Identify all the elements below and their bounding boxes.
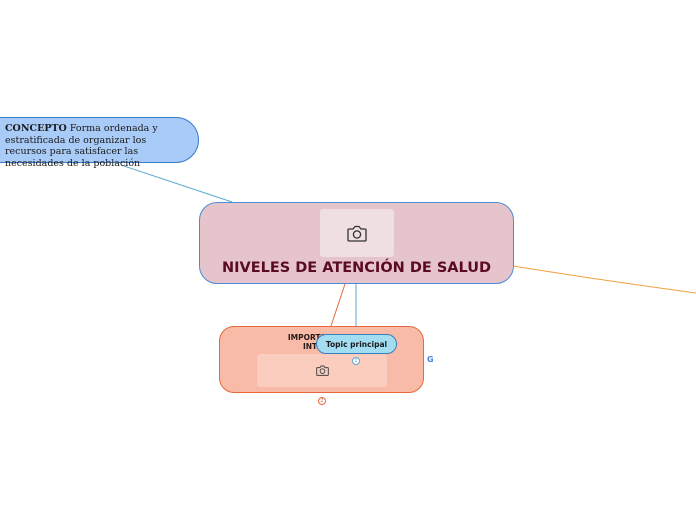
- main-topic-node[interactable]: NIVELES DE ATENCIÓN DE SALUD: [199, 202, 514, 284]
- camera-icon: [315, 365, 329, 376]
- main-image-placeholder[interactable]: [320, 209, 394, 257]
- google-icon[interactable]: G: [427, 355, 434, 364]
- connector-right-branch: [512, 265, 696, 294]
- concept-label: CONCEPTO: [5, 123, 67, 134]
- concept-node[interactable]: CONCEPTO Forma ordenada y estratificada …: [0, 117, 199, 169]
- camera-icon: [347, 225, 367, 242]
- topic-principal-label: Topic principal: [325, 339, 388, 349]
- collapse-toggle-topic[interactable]: 1: [352, 357, 360, 365]
- collapse-toggle-importancia[interactable]: 2: [318, 397, 326, 405]
- concept-text: Forma ordenada y estratificada de organi…: [5, 123, 158, 169]
- connector-concept: [120, 164, 233, 203]
- connector-importancia: [330, 283, 346, 327]
- topic-principal-node[interactable]: Topic principal: [316, 334, 397, 354]
- main-topic-title: NIVELES DE ATENCIÓN DE SALUD: [221, 260, 492, 276]
- importancia-image-placeholder[interactable]: [257, 354, 387, 387]
